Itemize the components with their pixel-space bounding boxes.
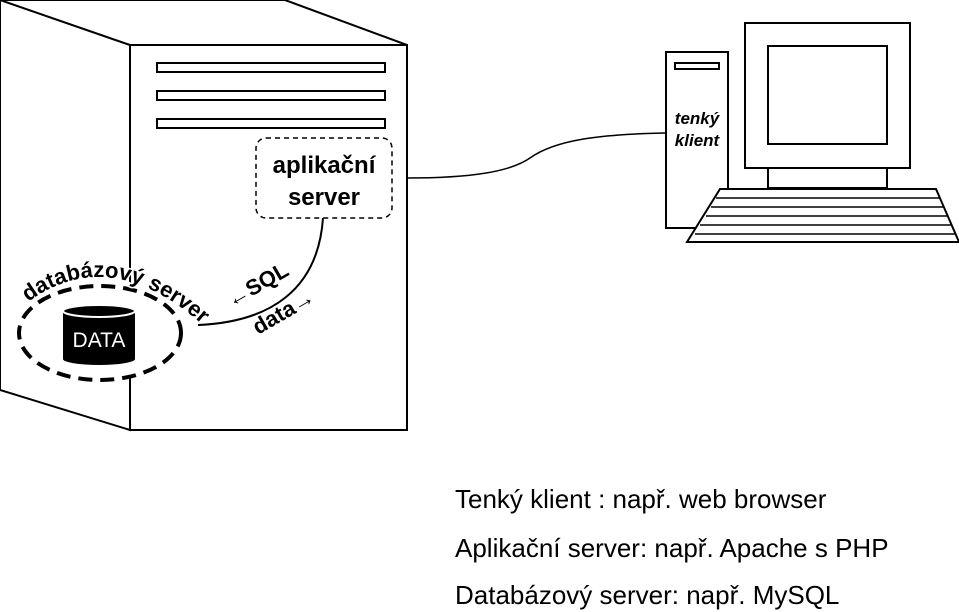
- drive-bay-slot: [156, 90, 386, 101]
- pc-drive-slot: [674, 62, 720, 70]
- legend-db-server: Databázový server: např. MySQL: [455, 580, 840, 610]
- app-server-box: [255, 137, 393, 219]
- client-label-line1: tenký: [675, 109, 721, 128]
- app-server-label-line2: server: [288, 184, 360, 211]
- app-server-label-line1: aplikační: [273, 152, 377, 179]
- client-computer: [665, 22, 959, 243]
- app-db-connection: [197, 217, 324, 326]
- database-cylinder-icon: DATA: [62, 304, 136, 365]
- legend-thin-client: Tenký klient : např. web browser: [455, 484, 827, 514]
- monitor-screen: [767, 45, 888, 145]
- client-label-line2: klient: [675, 131, 721, 150]
- legend-app-server: Aplikační server: např. Apache s PHP: [455, 533, 889, 563]
- drive-bay-slot: [156, 62, 386, 73]
- server-front-panel: [129, 44, 408, 431]
- network-cable: [406, 132, 669, 179]
- drive-bay-slot: [156, 118, 386, 129]
- data-label: DATA: [73, 329, 126, 352]
- monitor-stand: [767, 167, 888, 189]
